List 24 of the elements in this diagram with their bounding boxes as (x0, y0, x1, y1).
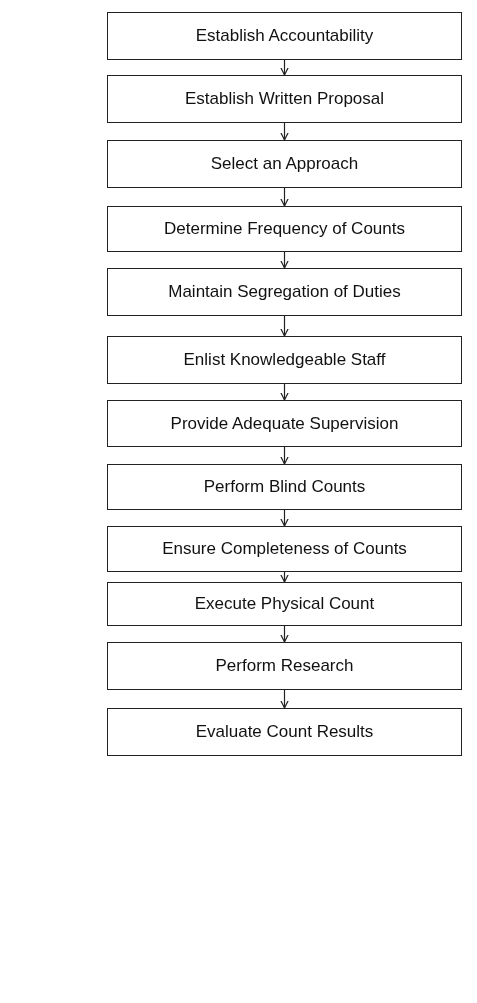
step-label: Maintain Segregation of Duties (168, 281, 401, 303)
process-box (107, 708, 462, 756)
step-label: Execute Physical Count (194, 593, 375, 615)
process-box (107, 526, 462, 572)
process-box (107, 268, 462, 316)
step-label: Ensure Completeness of Counts (162, 538, 407, 560)
process-box (107, 400, 462, 447)
step-label: Provide Adequate Supervision (170, 412, 399, 435)
step-label: Establish Accountability (195, 25, 374, 47)
step-label: Evaluate Count Results (195, 721, 374, 743)
step-label: Perform Research (215, 655, 354, 677)
process-box (107, 642, 462, 690)
process-box (107, 75, 462, 123)
step-label: Select an Approach (210, 153, 359, 175)
process-box (107, 464, 462, 510)
process-box (107, 336, 462, 384)
step-label: Enlist Knowledgeable Staff (183, 349, 386, 371)
step-label: Perform Blind Counts (203, 476, 366, 498)
process-box (107, 582, 462, 626)
process-box (107, 140, 462, 188)
step-label: Establish Written Proposal (184, 88, 385, 110)
process-box (107, 12, 462, 60)
step-label: Determine Frequency of Counts (164, 218, 405, 240)
process-box (107, 206, 462, 252)
